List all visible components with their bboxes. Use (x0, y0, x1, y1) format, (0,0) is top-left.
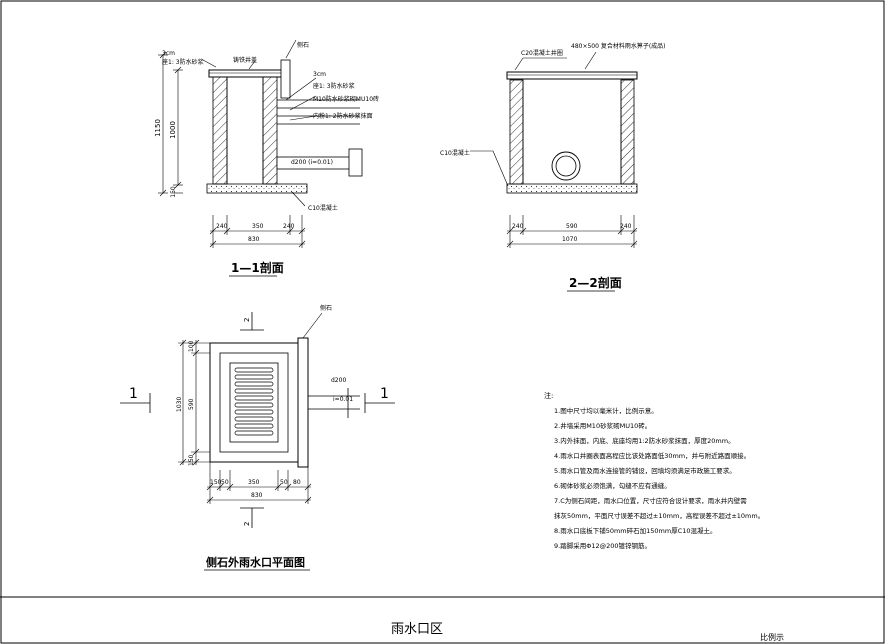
section1-dim-wall-right: 240 (283, 223, 295, 230)
plan-cut-2-top: 2 (243, 318, 251, 322)
plan-curb-label: 侧石 (320, 304, 332, 312)
section1-layer1: 座1: 3防水砂浆 (313, 82, 355, 90)
plan-pipe-label: d200 (331, 377, 346, 384)
section2-left-wall (509, 79, 524, 185)
plan-grate-slots (234, 367, 274, 436)
note-item: 1.图中尺寸均以毫米计，比例示意。 (554, 406, 658, 415)
note-item: 3.内外抹面，内底、底座均用1:2防水砂浆抹面，厚度20mm。 (554, 436, 735, 445)
section1-curb (280, 59, 291, 99)
section1-layer3: 内粉1: 2防水砂浆抹面 (313, 112, 373, 120)
notes-heading: 注: (544, 391, 553, 400)
section2-base (506, 183, 638, 194)
section1-dim-wall-left: 240 (216, 223, 228, 230)
drawing-title: 雨水口区 (391, 622, 443, 637)
plan-cut-1-right: 1 (380, 386, 389, 402)
plan-cut-1-left: 1 (129, 386, 138, 402)
section1-top-note: 座1: 3防水砂浆 (162, 58, 204, 66)
note-item: 抹灰50mm，平面尺寸误差不超过±10mm，高程误差不超过±10mm。 (554, 511, 764, 520)
notes: 注: 1.图中尺寸均以毫米计，比例示意。 2.井墙采用M10砂浆砌MU10砖。 … (544, 391, 764, 550)
plan-dim-left-mid: 590 (188, 398, 195, 410)
section1-grate-label: 铸铁井盖 (233, 56, 257, 64)
plan-dim-bottom-b: 50 (221, 479, 229, 486)
note-item: 5.雨水口管及雨水连接管的铺设，回填均须满足市政施工要求。 (554, 466, 736, 475)
plan-dim-left-total: 1030 (176, 397, 183, 412)
section1-layer2: M10防水砂浆砌MU10砖 (313, 95, 379, 103)
section2-dim-inner: 590 (566, 223, 578, 230)
section2-grate-label: 480×500 复合材料雨水箅子(成品) (571, 42, 666, 50)
section2-dim-wall-right: 240 (620, 223, 632, 230)
section2-horizontal-dimensions (506, 215, 638, 248)
section2-title: 2—2剖面 (569, 275, 622, 290)
section1-pipe-label: d200 (i=0.01) (291, 159, 333, 166)
section2-right-wall (620, 79, 635, 185)
section1-vertical-dimensions (158, 51, 183, 197)
section1-horizontal-dimensions (209, 215, 306, 248)
section1-right-dim: 3cm (313, 71, 326, 78)
section2-cover-label: C20混凝土井圈 (521, 49, 563, 57)
note-item: 2.井墙采用M10砂浆砌MU10砖。 (554, 421, 651, 430)
section-1-1: 1150 1000 150 3cm (154, 39, 379, 277)
section1-top-dim: 3cm (162, 50, 175, 57)
plan-dim-bottom-d: 50 (280, 479, 288, 486)
plan-curb (297, 337, 309, 468)
note-item: 8.雨水口底板下铺50mm碎石加150mm厚C10混凝土。 (554, 526, 717, 535)
plan-dim-bottom-total: 830 (251, 492, 263, 499)
section1-base (206, 183, 308, 194)
section-2-2: C20混凝土井圈 480×500 复合材料雨水箅子(成品) C10混凝土 240… (440, 42, 666, 292)
plan-dim-bottom-a: 150 (210, 479, 222, 486)
section2-grate (506, 71, 638, 80)
plan-dim-left-top: 100 (188, 340, 195, 352)
section2-dim-total: 1070 (562, 236, 577, 243)
section1-inner-height: 1000 (169, 121, 177, 139)
plan-dim-bottom-c: 350 (248, 479, 260, 486)
plan-dim-bottom-e: 80 (293, 479, 301, 486)
section1-dim-total: 830 (248, 236, 260, 243)
section2-dim-wall-left: 240 (512, 223, 524, 230)
plan-slope-label: i=0.01 (333, 396, 353, 403)
plan-view: 2 2 1 1 侧石 (120, 304, 395, 571)
note-item: 6.砌体砂浆必须饱满，勾缝不应有通缝。 (554, 481, 671, 490)
section1-total-height: 1150 (154, 119, 162, 137)
section1-title: 1—1剖面 (231, 260, 284, 275)
section1-grate (208, 69, 285, 78)
section1-right-wall (262, 76, 278, 185)
section1-base-height: 150 (170, 186, 177, 198)
note-item: 9.踏脚采用Φ12@200镀锌钢筋。 (554, 541, 651, 550)
section1-curb-label: 侧石 (297, 41, 309, 49)
plan-cut-2-bottom: 2 (243, 522, 251, 526)
section1-dim-inner: 350 (252, 223, 264, 230)
plan-title: 侧石外雨水口平面图 (206, 555, 305, 569)
note-item: 7.C为侧石间距，雨水口位置，尺寸应符合设计要求，雨水井内壁需 (554, 496, 747, 505)
section2-base-label: C10混凝土 (440, 149, 470, 157)
section2-pipe-inner (555, 155, 577, 177)
section1-base-label: C10混凝土 (308, 204, 338, 212)
plan-dim-left-bottom: 150 (188, 454, 195, 466)
credit-text: 比例示 (760, 632, 784, 642)
plan-bottom-dimensions (206, 462, 312, 504)
section1-left-wall (212, 76, 228, 185)
note-item: 4.雨水口井圈表面高程应比该处路面低30mm，并与附近路面顺接。 (554, 451, 750, 460)
plan-left-dimensions (178, 339, 210, 466)
